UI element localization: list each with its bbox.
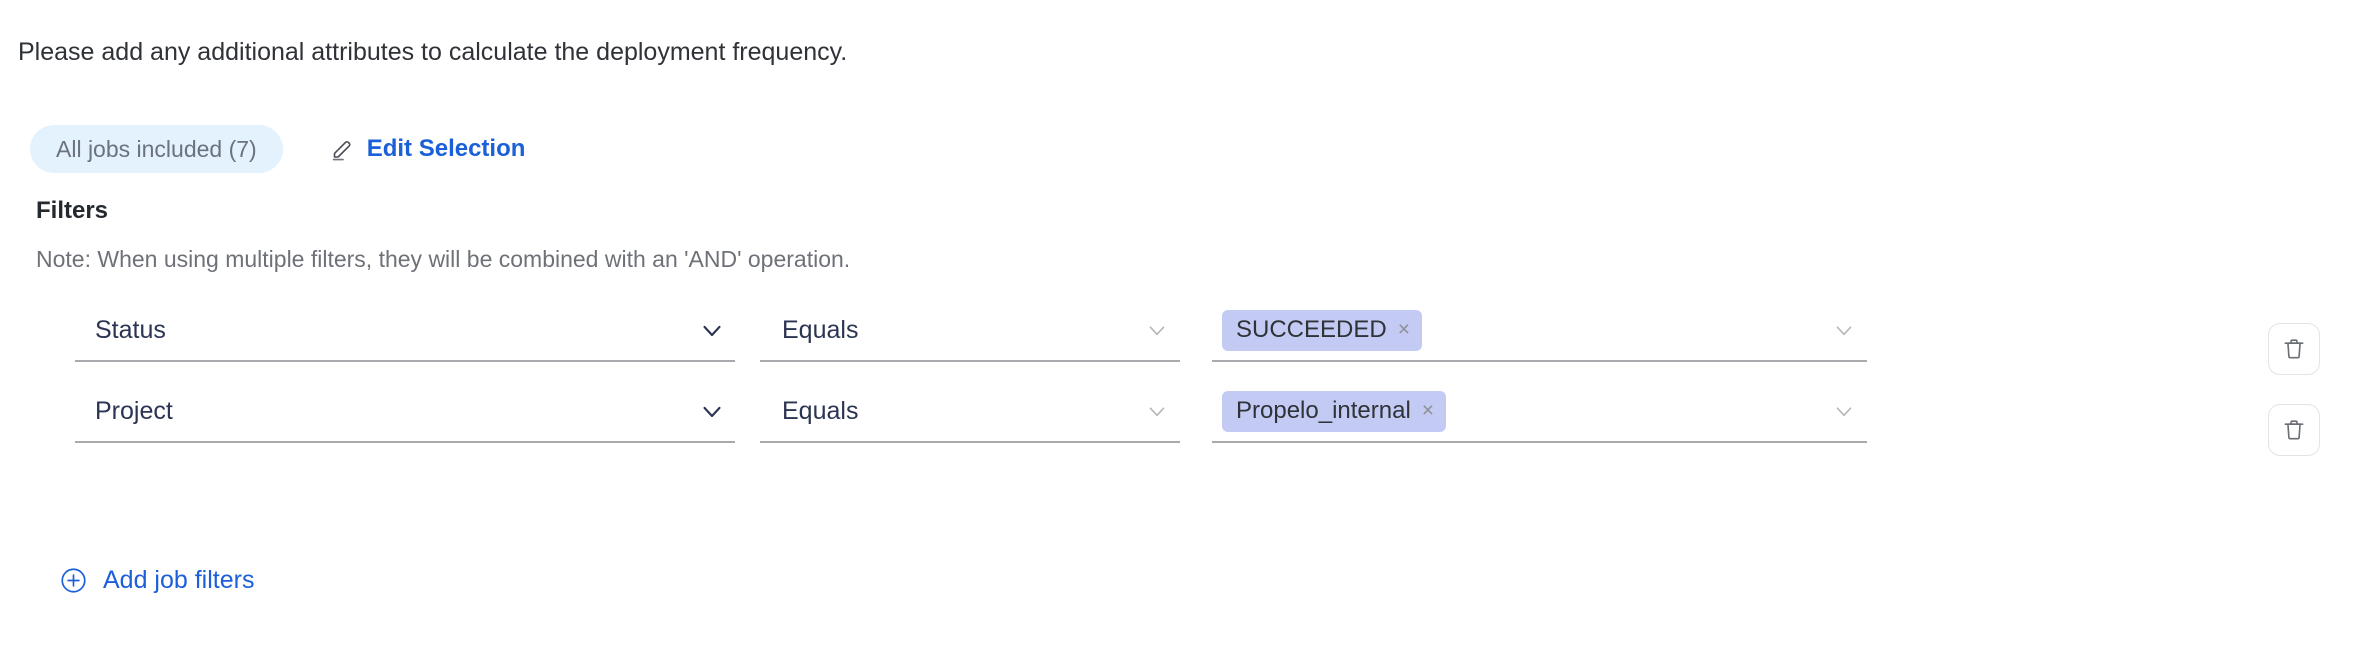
filter-row: Project Equals Propelo_internal ×	[0, 381, 2376, 467]
close-icon[interactable]: ×	[1397, 318, 1410, 341]
delete-filter-button[interactable]	[2268, 404, 2320, 456]
pencil-icon	[331, 137, 355, 161]
chevron-down-icon	[695, 313, 729, 347]
filter-operator-value: Equals	[782, 397, 859, 425]
plus-circle-icon	[60, 567, 87, 594]
filter-attribute-value: Status	[95, 316, 166, 344]
add-job-filters-button[interactable]: Add job filters	[60, 565, 254, 595]
filter-operator-select[interactable]: Equals	[760, 381, 1180, 443]
chevron-down-icon	[695, 394, 729, 428]
add-job-filters-label: Add job filters	[103, 566, 255, 594]
filter-value-chip[interactable]: SUCCEEDED ×	[1222, 309, 1422, 351]
jobs-included-badge: All jobs included (7)	[30, 125, 283, 173]
page-description: Please add any additional attributes to …	[18, 38, 848, 66]
trash-icon	[2281, 336, 2307, 362]
close-icon[interactable]: ×	[1421, 399, 1435, 422]
chevron-down-icon	[1827, 394, 1861, 428]
filter-value-select[interactable]: SUCCEEDED ×	[1212, 300, 1867, 362]
trash-icon	[2281, 417, 2307, 443]
chevron-down-icon	[1140, 394, 1174, 428]
edit-selection-label: Edit Selection	[366, 135, 526, 162]
chevron-down-icon	[1827, 313, 1861, 347]
job-selection-row: All jobs included (7) Edit Selection	[30, 125, 525, 173]
filter-value-chip-label: SUCCEEDED	[1236, 315, 1387, 343]
filter-value-select[interactable]: Propelo_internal ×	[1212, 381, 1867, 443]
edit-selection-button[interactable]: Edit Selection	[331, 135, 526, 163]
filter-attribute-select[interactable]: Project	[75, 381, 735, 443]
filters-heading: Filters	[36, 197, 109, 224]
delete-filter-button[interactable]	[2268, 323, 2320, 375]
filter-value-chip[interactable]: Propelo_internal ×	[1222, 390, 1447, 432]
filter-row: Status Equals SUCCEEDED ×	[0, 300, 2376, 386]
filter-operator-value: Equals	[782, 316, 859, 344]
filter-operator-select[interactable]: Equals	[760, 300, 1180, 362]
filter-attribute-select[interactable]: Status	[75, 300, 735, 362]
filters-note: Note: When using multiple filters, they …	[36, 246, 851, 272]
filter-attribute-value: Project	[95, 397, 173, 425]
chevron-down-icon	[1140, 313, 1174, 347]
filter-value-chip-label: Propelo_internal	[1236, 396, 1411, 424]
